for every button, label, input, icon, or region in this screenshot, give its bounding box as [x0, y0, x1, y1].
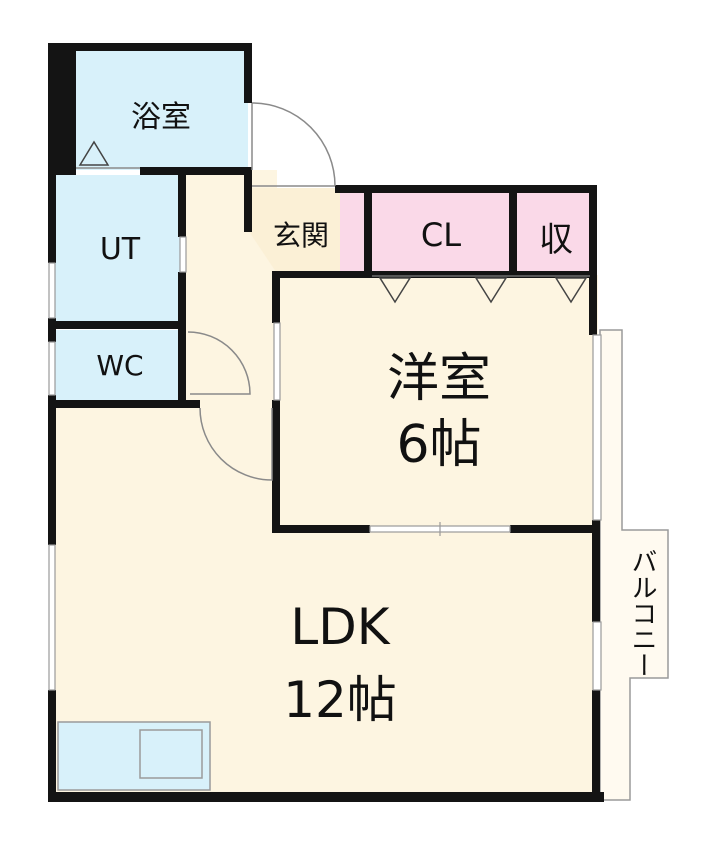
bath-step-marker — [78, 140, 110, 166]
ldk-label: LDK — [290, 598, 390, 656]
storage-label: 収 — [539, 220, 573, 260]
entrance-label: 玄関 — [272, 219, 329, 252]
closet-door-markers — [378, 277, 588, 304]
toilet-label: WC — [96, 349, 144, 382]
entrance-step — [340, 193, 364, 271]
entrance-floor — [248, 188, 345, 272]
kitchen-sink — [139, 729, 203, 779]
utility-label: UT — [99, 232, 141, 267]
door-swings — [76, 102, 336, 481]
western-room-floor — [280, 275, 598, 527]
closet-floor — [372, 193, 510, 271]
utility-floor — [55, 175, 185, 325]
western-room-label: 洋室 — [386, 349, 491, 409]
balcony-outline — [599, 329, 669, 801]
toilet-floor — [55, 330, 185, 400]
bath-label: 浴室 — [131, 100, 191, 135]
balcony-label: バルコニー — [627, 548, 657, 678]
western-room-size: 6帖 — [396, 415, 482, 475]
ldk-size: 12帖 — [283, 671, 397, 729]
walls — [48, 43, 604, 802]
bath-floor — [76, 48, 248, 170]
closet-label: CL — [420, 216, 462, 254]
storage-floor — [515, 193, 597, 271]
